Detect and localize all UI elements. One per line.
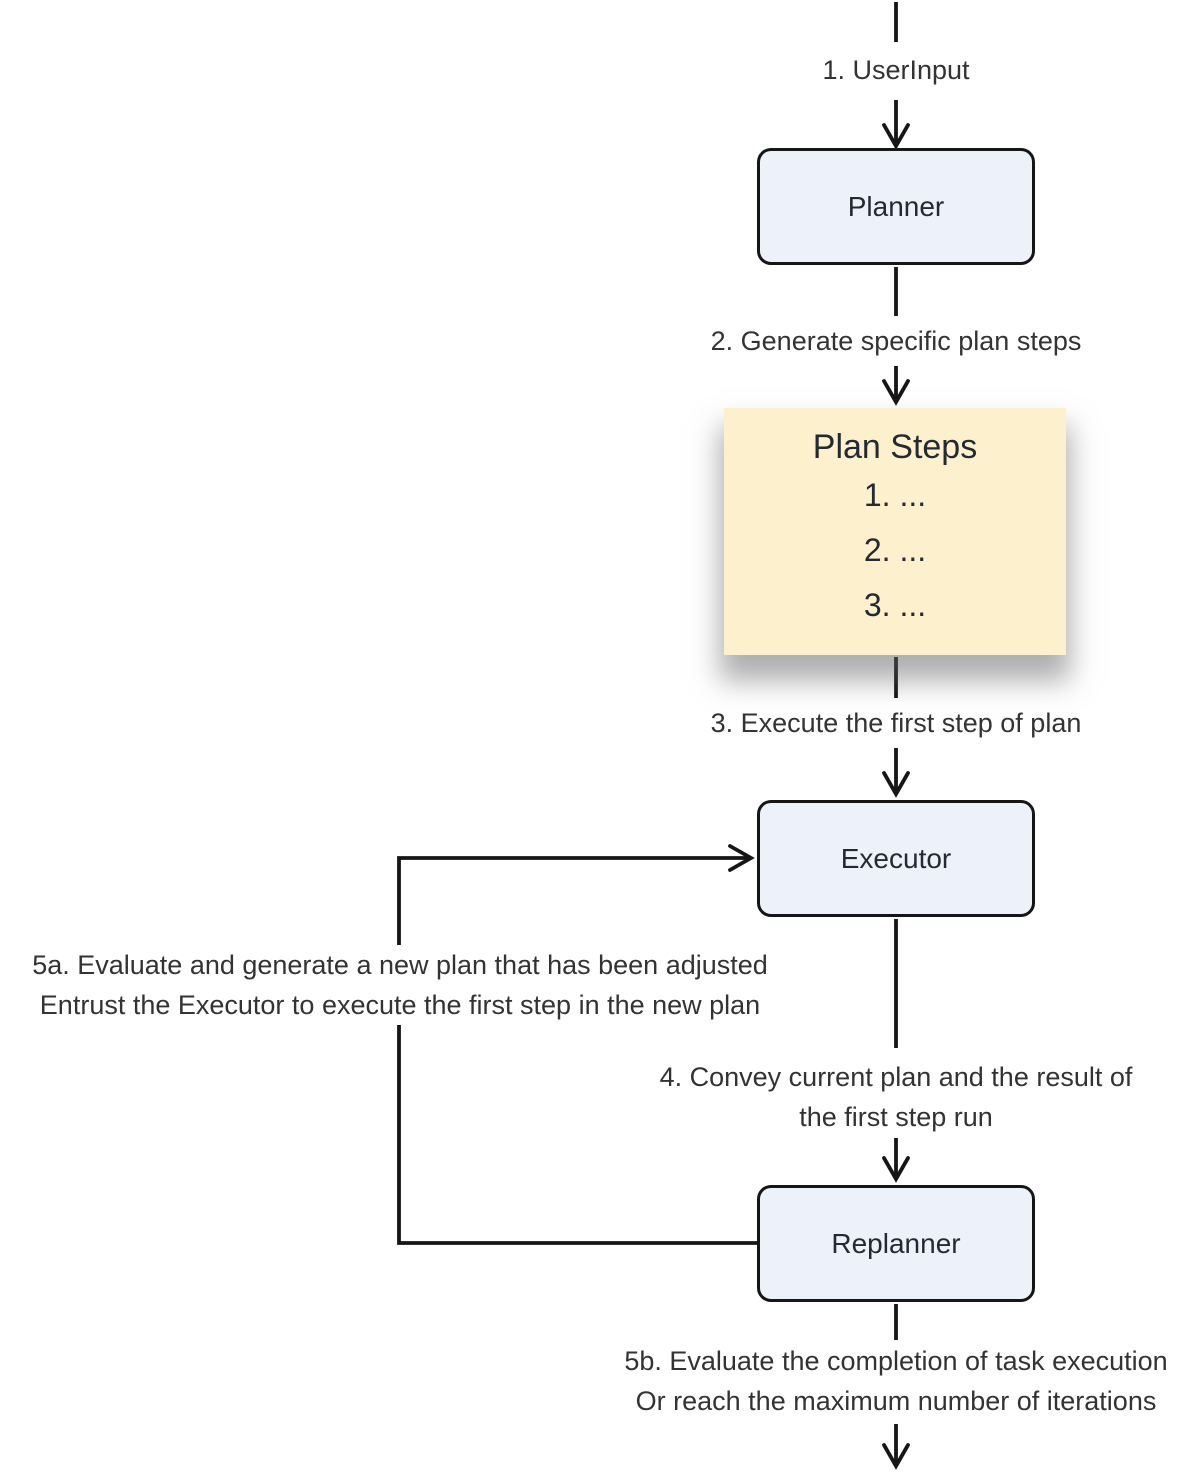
executor-node-label: Executor <box>840 842 952 874</box>
edge-replanner-loop-to-executor <box>397 844 757 1245</box>
edge-label-completion-line1: 5b. Evaluate the completion of task exec… <box>624 1346 1168 1376</box>
edge-label-completion-line2: Or reach the maximum number of iteration… <box>635 1386 1157 1416</box>
plan-steps-item-1: 1. ... <box>863 477 927 513</box>
plan-steps-node: Plan Steps 1. ... 2. ... 3. ... <box>724 408 1066 655</box>
edge-label-convey-result-line2: the first step run <box>799 1102 993 1132</box>
plan-steps-item-3: 3. ... <box>863 587 927 623</box>
planner-node: Planner <box>757 148 1035 265</box>
edge-label-userinput: 1. UserInput <box>696 52 1096 88</box>
edge-label-convey-result: 4. Convey current plan and the result of… <box>546 1057 1192 1137</box>
replanner-node: Replanner <box>757 1185 1035 1302</box>
planner-node-label: Planner <box>847 190 945 222</box>
edge-label-execute-first-step: 3. Execute the first step of plan <box>596 705 1192 741</box>
edge-label-replan-loop-line2: Entrust the Executor to execute the firs… <box>39 990 761 1020</box>
edge-label-userinput-text: 1. UserInput <box>822 55 970 85</box>
plan-steps-item-2: 2. ... <box>863 532 927 568</box>
edge-label-execute-first-step-text: 3. Execute the first step of plan <box>710 708 1082 738</box>
plan-steps-title: Plan Steps <box>812 428 978 466</box>
executor-node: Executor <box>757 800 1035 917</box>
replanner-node-label: Replanner <box>831 1227 961 1259</box>
edge-label-generate-plan-text: 2. Generate specific plan steps <box>710 326 1082 356</box>
edge-label-generate-plan: 2. Generate specific plan steps <box>596 323 1192 359</box>
edge-label-replan-loop-line1: 5a. Evaluate and generate a new plan tha… <box>32 950 768 980</box>
edge-label-convey-result-line1: 4. Convey current plan and the result of <box>659 1062 1133 1092</box>
edge-label-replan-loop: 5a. Evaluate and generate a new plan tha… <box>0 945 800 1025</box>
edge-label-completion: 5b. Evaluate the completion of task exec… <box>546 1341 1192 1421</box>
